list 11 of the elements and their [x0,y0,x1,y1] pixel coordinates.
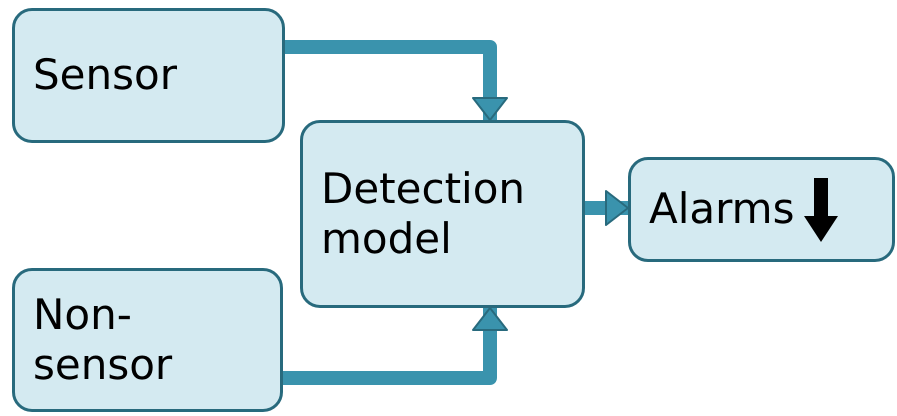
box-label: Non-sensor [33,290,174,390]
process-box [300,120,585,308]
box-label: Sensor [33,50,177,101]
process-box [628,157,895,262]
process-box [12,268,283,412]
thick-arrow [283,307,508,385]
box-label: Alarms [649,184,794,235]
box-label: Detection model [321,164,526,264]
process-box [12,8,285,143]
thick-arrow [585,190,629,226]
thick-arrow [285,40,508,121]
